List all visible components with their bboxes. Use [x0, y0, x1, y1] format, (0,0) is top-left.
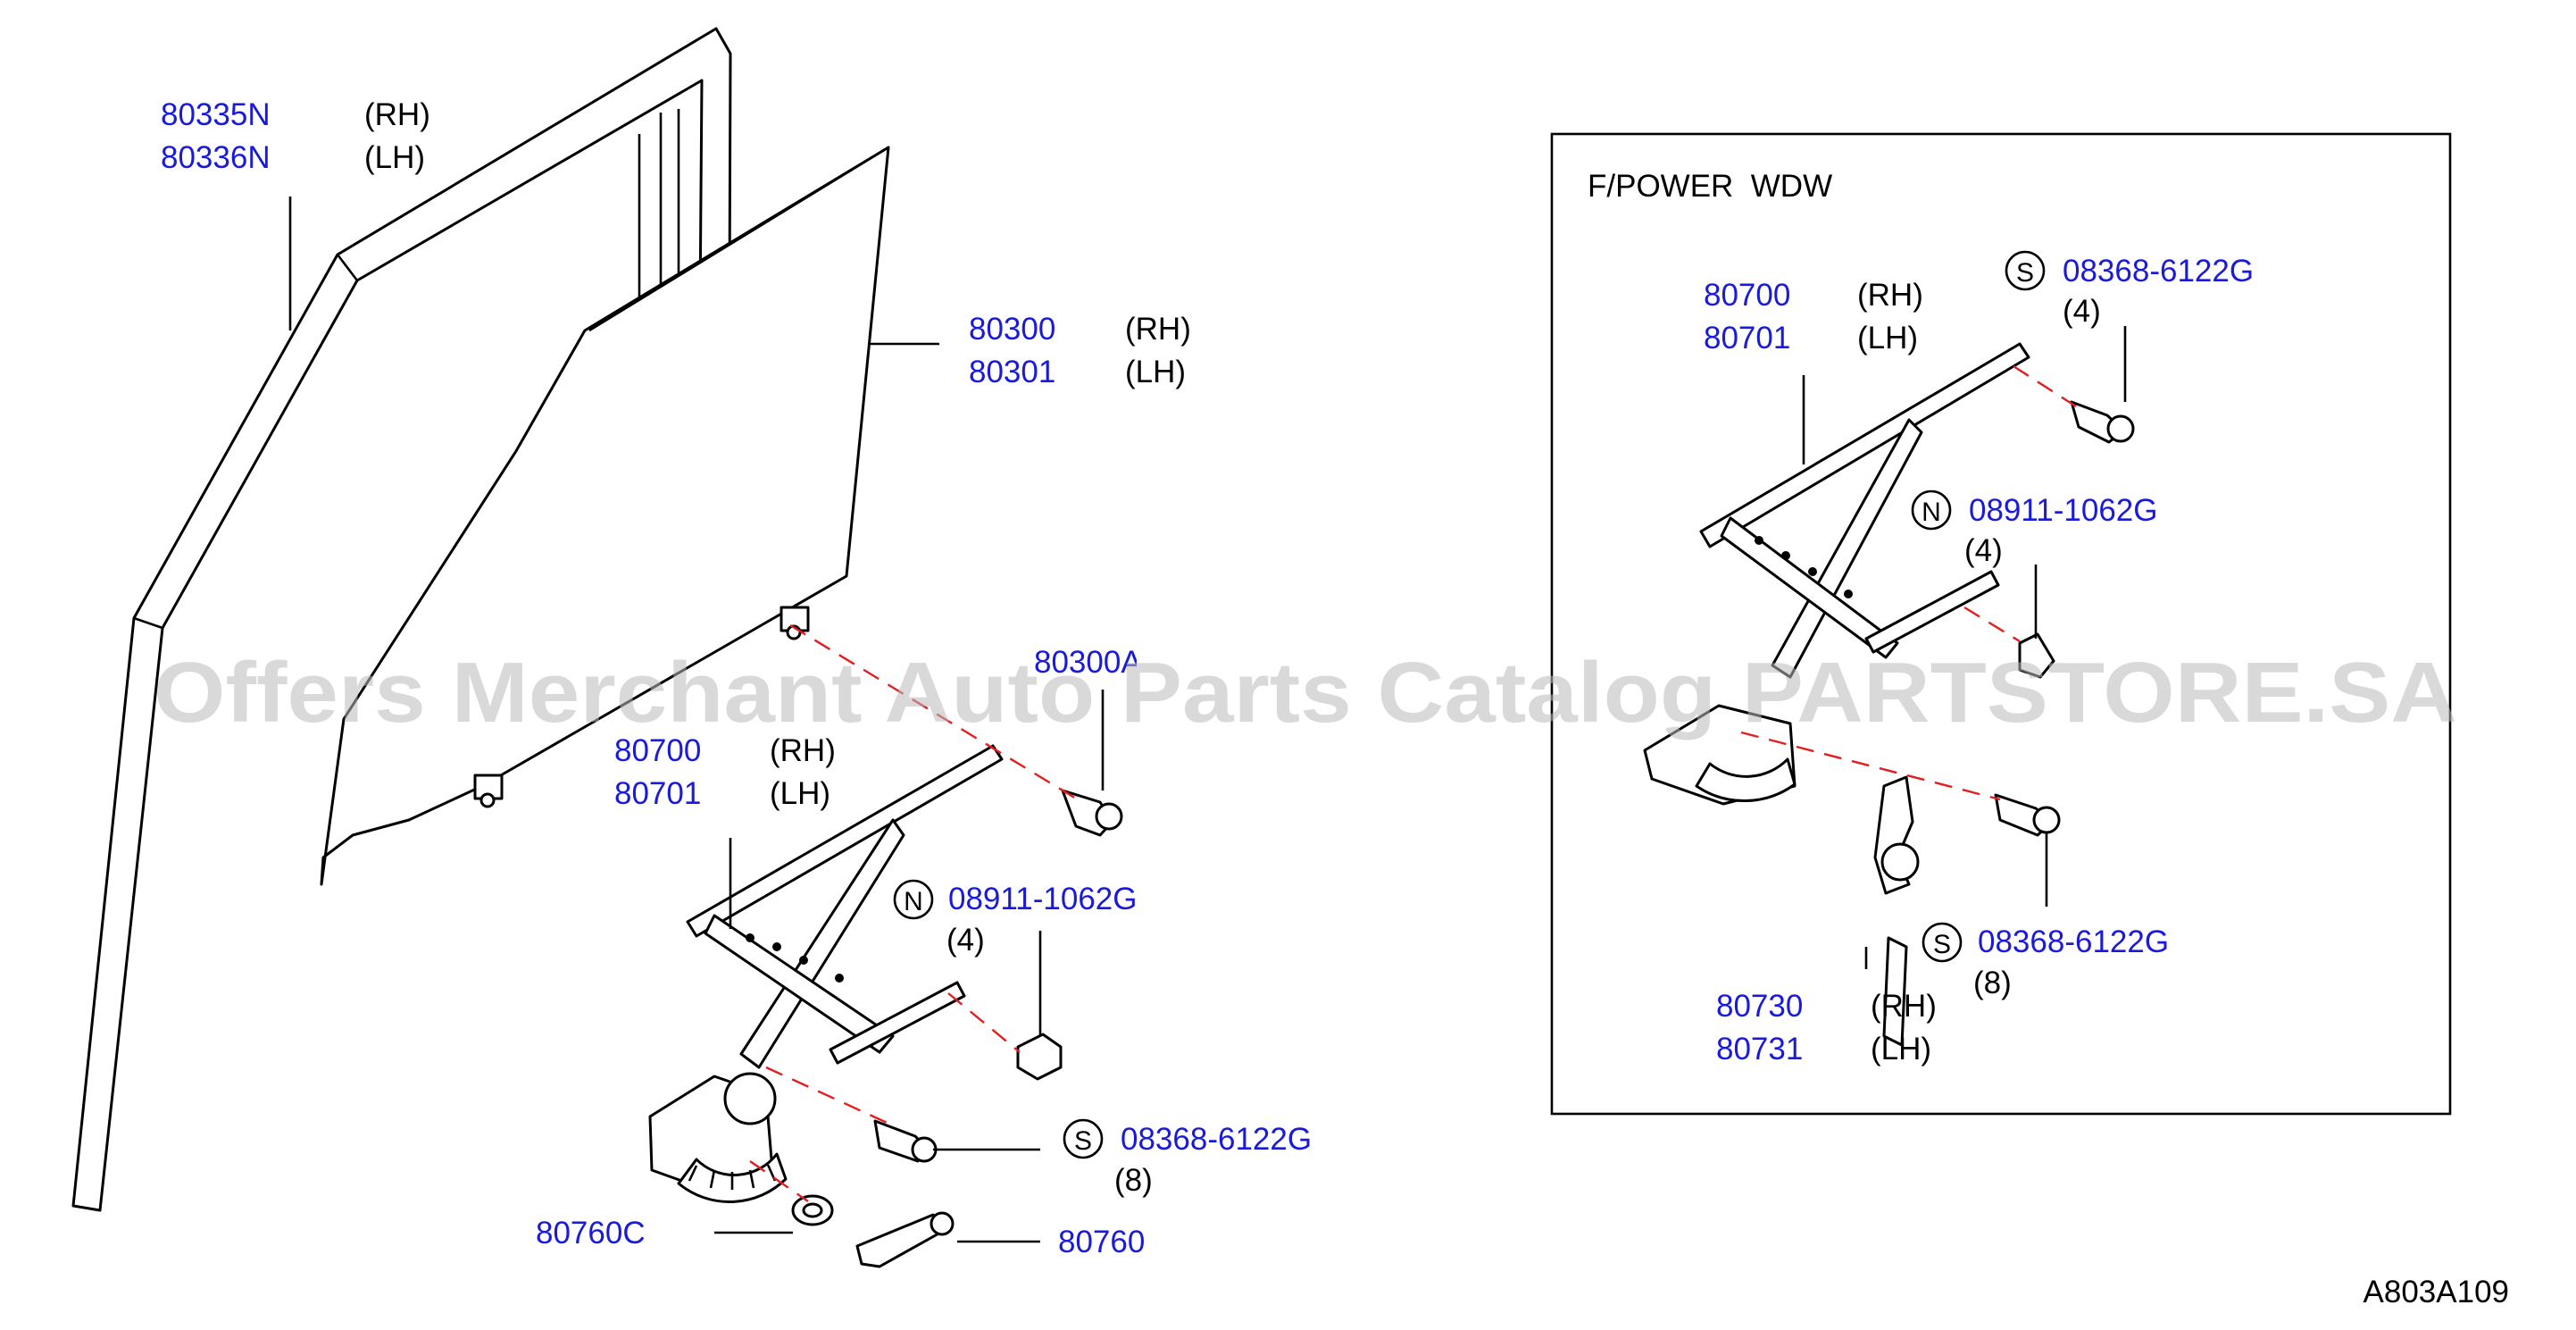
label-motor-lh-side: (LH): [1871, 1032, 1931, 1067]
label-glass-rh-part: 80300: [969, 312, 1055, 347]
label-inset-reg-rh-side: (RH): [1857, 278, 1923, 313]
label-handle-part: 80760: [1058, 1225, 1145, 1259]
label-motor-rh-side: (RH): [1871, 989, 1937, 1024]
label-reg-lh-part: 80701: [614, 776, 701, 811]
label-inset-reg-lh-side: (LH): [1857, 321, 1918, 356]
label-motor-lh-part: 80731: [1716, 1032, 1803, 1067]
label-inset-reg-rh-part: 80700: [1704, 278, 1790, 313]
label-bolt-part: 08368-6122G: [1121, 1122, 1312, 1157]
manual-hardware-drawing: [791, 789, 1123, 1268]
label-motor-rh-part: 80730: [1716, 989, 1803, 1024]
bolt-symbol: S: [1074, 1126, 1092, 1156]
label-sash-lh-side: (LH): [364, 140, 425, 175]
label-inset-bolt-top-part: 08368-6122G: [2063, 254, 2254, 289]
label-reg-rh-part: 80700: [614, 733, 701, 768]
label-inset-reg-lh-part: 80701: [1704, 321, 1790, 356]
dash-inset-bottom-bolt: [1740, 731, 2001, 801]
dash-nut: [947, 992, 1021, 1053]
label-nut-part: 08911-1062G: [948, 882, 1137, 916]
label-inset-nut-part: 08911-1062G: [1969, 493, 2157, 528]
inset-nut-symbol: N: [1922, 498, 1941, 527]
label-inset-bolt-bottom-qty: (8): [1973, 966, 2012, 1000]
label-reg-lh-side: (LH): [770, 776, 830, 811]
inset-title: F/POWER WDW: [1588, 169, 1832, 204]
label-inset-bolt-bottom-part: 08368-6122G: [1978, 924, 2169, 959]
inset-bolt-top-symbol: S: [2016, 258, 2034, 288]
label-glass-cut-clip: 80300A: [1034, 645, 1142, 680]
diagram-code: A803A109: [2363, 1275, 2509, 1309]
label-glass-lh-side: (LH): [1125, 355, 1186, 389]
label-inset-nut-qty: (4): [1964, 533, 2003, 568]
power-hardware-drawing: [1994, 400, 2135, 837]
label-bolt-qty: (8): [1114, 1163, 1153, 1198]
label-glass-cut-part: 80300A: [1034, 645, 1142, 680]
nut-symbol: N: [904, 887, 923, 916]
label-glass-rh-side: (RH): [1125, 312, 1191, 347]
label-reg-rh-side: (RH): [770, 733, 836, 768]
dash-inset-nut: [1963, 606, 2021, 643]
leader-lines: [288, 197, 2127, 1243]
label-sash-rh-part: 80335N: [161, 97, 271, 132]
dash-bolt: [765, 1066, 894, 1127]
label-inset-bolt-top-qty: (4): [2063, 294, 2101, 329]
dash-inset-top-bolt: [2013, 364, 2077, 408]
manual-regulator-drawing: [648, 744, 1004, 1204]
dash-escutcheon: [749, 1160, 809, 1202]
label-sash-lh-part: 80336N: [161, 140, 271, 175]
symbol-circles: [893, 250, 2046, 1159]
label-sash-rh-side: (RH): [364, 97, 430, 132]
label-nut-qty: (4): [946, 923, 985, 958]
door-glass-drawing: [320, 146, 890, 886]
label-escutcheon-part: 80760C: [536, 1216, 646, 1251]
power-regulator-drawing: [1643, 342, 2030, 1047]
label-glass-lh-part: 80301: [969, 355, 1055, 389]
power-window-inset-frame: [1550, 132, 2452, 1116]
inset-bolt-bottom-symbol: S: [1933, 930, 1951, 959]
watermark: Offers Merchant Auto Parts Catalog PARTS…: [154, 645, 2457, 740]
